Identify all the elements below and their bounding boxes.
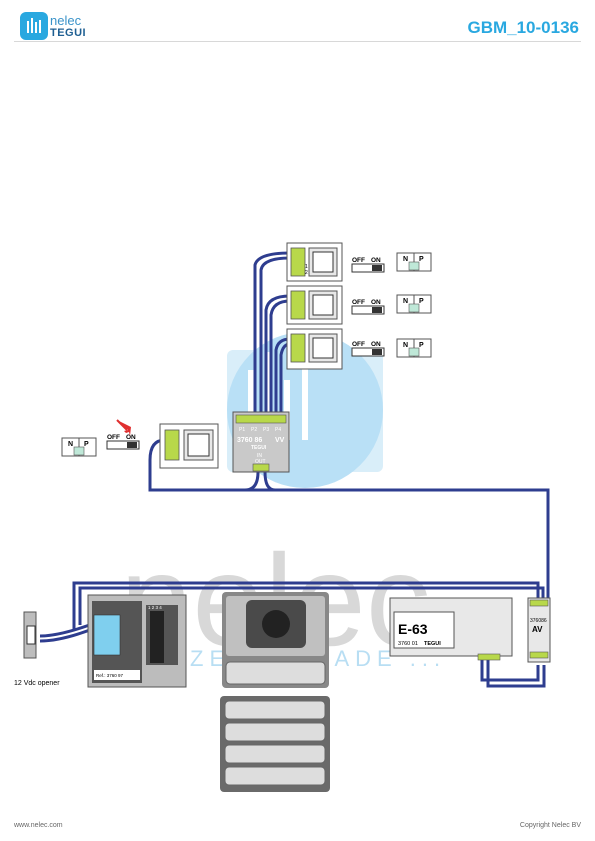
psu-code: 3760 01 bbox=[398, 641, 418, 647]
document-code: GBM_10-0136 bbox=[467, 18, 579, 37]
distributor-model: 3760 86 bbox=[237, 437, 262, 444]
svg-text:ON: ON bbox=[371, 299, 381, 306]
distributor: P1 P2 P3 P4 3760 86 VV TEGUI IN OUT bbox=[232, 411, 290, 473]
logo-brand: TEGUI bbox=[50, 27, 87, 39]
camera-panel bbox=[222, 592, 329, 688]
wire-psu-av bbox=[480, 660, 540, 682]
wire-monitor-2 bbox=[264, 294, 291, 420]
switch-3: OFF ON bbox=[351, 341, 385, 357]
distributor-out: OUT bbox=[255, 459, 266, 465]
logo-word: nelec bbox=[50, 13, 82, 28]
nelec-logo-icon bbox=[20, 12, 48, 40]
switch-left: OFF ON bbox=[106, 434, 140, 450]
door-module-digits: 1 2 3 4 bbox=[148, 605, 162, 610]
svg-text:N: N bbox=[403, 342, 408, 349]
monitor-terminal-1: 1 bbox=[305, 264, 308, 270]
np-block-left: N P bbox=[61, 437, 97, 457]
svg-text:P: P bbox=[419, 298, 424, 305]
door-module-ref: Ref.: 3760 97 bbox=[96, 673, 124, 678]
np-block-3: N P bbox=[396, 338, 432, 358]
psu-model: E-63 bbox=[398, 621, 428, 637]
av-code: 376086 bbox=[530, 618, 547, 624]
distributor-suffix: VV bbox=[275, 437, 285, 444]
monitor-terminal-2: 2 bbox=[305, 270, 308, 276]
door-opener bbox=[23, 611, 37, 659]
svg-text:N: N bbox=[68, 441, 73, 448]
switch-off-label: OFF bbox=[352, 257, 365, 264]
footer-website: www.nelec.com bbox=[14, 822, 63, 829]
svg-text:P: P bbox=[84, 441, 89, 448]
switch-1: OFF ON bbox=[351, 257, 385, 273]
svg-text:P: P bbox=[419, 342, 424, 349]
switch-2: OFF ON bbox=[351, 299, 385, 315]
port-p3: P3 bbox=[263, 427, 269, 433]
footer-copyright: Copyright Nelec BV bbox=[519, 822, 581, 829]
door-panel-module: 1 2 3 4 Ref.: 3760 97 bbox=[87, 594, 187, 688]
wire-monitor-1 bbox=[253, 251, 291, 420]
distributor-brand: TEGUI bbox=[251, 445, 267, 451]
header-rule bbox=[14, 41, 581, 42]
monitor-2 bbox=[286, 285, 343, 325]
port-p2: P2 bbox=[251, 427, 257, 433]
wire-opener bbox=[39, 621, 96, 638]
monitor-left bbox=[159, 423, 219, 469]
psu-brand: TEGUI bbox=[424, 641, 441, 647]
distributor-in: IN bbox=[257, 453, 262, 459]
monitor-1 bbox=[286, 242, 343, 282]
monitor-3 bbox=[286, 328, 343, 370]
button-panel bbox=[220, 696, 330, 792]
svg-text:N: N bbox=[403, 256, 408, 263]
opener-label: 12 Vdc opener bbox=[14, 680, 60, 687]
svg-text:P: P bbox=[419, 256, 424, 263]
power-supply: E-63 3760 01 TEGUI bbox=[389, 597, 513, 661]
svg-text:N: N bbox=[403, 298, 408, 305]
alert-arrow-icon bbox=[117, 420, 131, 436]
av-module: 376086 AV bbox=[527, 597, 551, 663]
port-p1: P1 bbox=[239, 427, 245, 433]
np-block-1: N P bbox=[396, 252, 432, 272]
svg-text:OFF: OFF bbox=[352, 299, 365, 306]
svg-text:ON: ON bbox=[371, 341, 381, 348]
wire-bus-door bbox=[78, 586, 545, 625]
port-p4: P4 bbox=[275, 427, 281, 433]
svg-text:ON: ON bbox=[126, 434, 136, 441]
av-label: AV bbox=[532, 625, 543, 634]
svg-text:OFF: OFF bbox=[352, 341, 365, 348]
nelec-logo bbox=[20, 12, 48, 40]
svg-text:OFF: OFF bbox=[107, 434, 120, 441]
np-block-2: N P bbox=[396, 294, 432, 314]
switch-on-label: ON bbox=[371, 257, 381, 264]
